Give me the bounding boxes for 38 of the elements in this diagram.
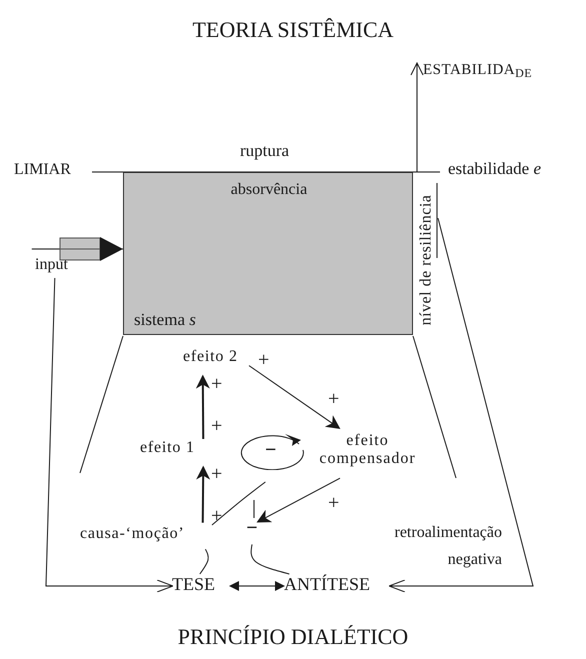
plus-sign: + bbox=[328, 388, 340, 410]
effect-label: efeito 2 bbox=[183, 348, 249, 370]
antithesis-label: ANTÍTESE bbox=[284, 574, 390, 598]
thesis-label: TESE bbox=[172, 574, 230, 598]
arrow bbox=[196, 374, 210, 439]
feedback-text: retroalimentação negativa bbox=[394, 523, 502, 570]
title: TEORIA SISTÊMICA bbox=[191, 18, 395, 42]
plus-sign: + bbox=[211, 373, 222, 395]
arrow bbox=[31, 237, 124, 261]
arrow bbox=[388, 218, 534, 592]
area-label: absorvência bbox=[230, 181, 308, 200]
rupture-label: ruptura bbox=[240, 142, 290, 161]
connector-line bbox=[212, 482, 266, 526]
axis-label: ESTABILIDA$_{DE}$ bbox=[423, 62, 532, 80]
plus-sign: + bbox=[211, 505, 222, 527]
minus-sign: − bbox=[243, 518, 261, 542]
input-label: input bbox=[35, 256, 81, 276]
arrow bbox=[196, 466, 210, 523]
plus-sign: + bbox=[328, 492, 340, 514]
plus-sign: + bbox=[211, 463, 222, 485]
stability-label: estabilidade e bbox=[448, 160, 541, 179]
arrow bbox=[45, 278, 174, 592]
arrow bbox=[229, 581, 285, 591]
connector-line bbox=[250, 544, 290, 574]
plus-sign: + bbox=[258, 349, 270, 371]
arrow bbox=[248, 365, 340, 429]
loop-sign: − bbox=[265, 439, 276, 462]
arrow bbox=[256, 478, 340, 523]
system-box bbox=[123, 172, 413, 335]
effect-label: efeito compensador bbox=[305, 432, 430, 474]
caption: PRINCÍPIO DIALÉTICO bbox=[176, 625, 410, 650]
system-label: sistema s bbox=[134, 310, 196, 330]
cause-label: causa-‘moção’ bbox=[80, 525, 212, 547]
limit-label: LIMIAR bbox=[14, 161, 71, 179]
resilience-label: nível de resiliência bbox=[417, 182, 437, 338]
effect-label: efeito 1 bbox=[140, 439, 208, 461]
connector-line bbox=[199, 548, 209, 574]
plus-sign: + bbox=[211, 415, 222, 437]
